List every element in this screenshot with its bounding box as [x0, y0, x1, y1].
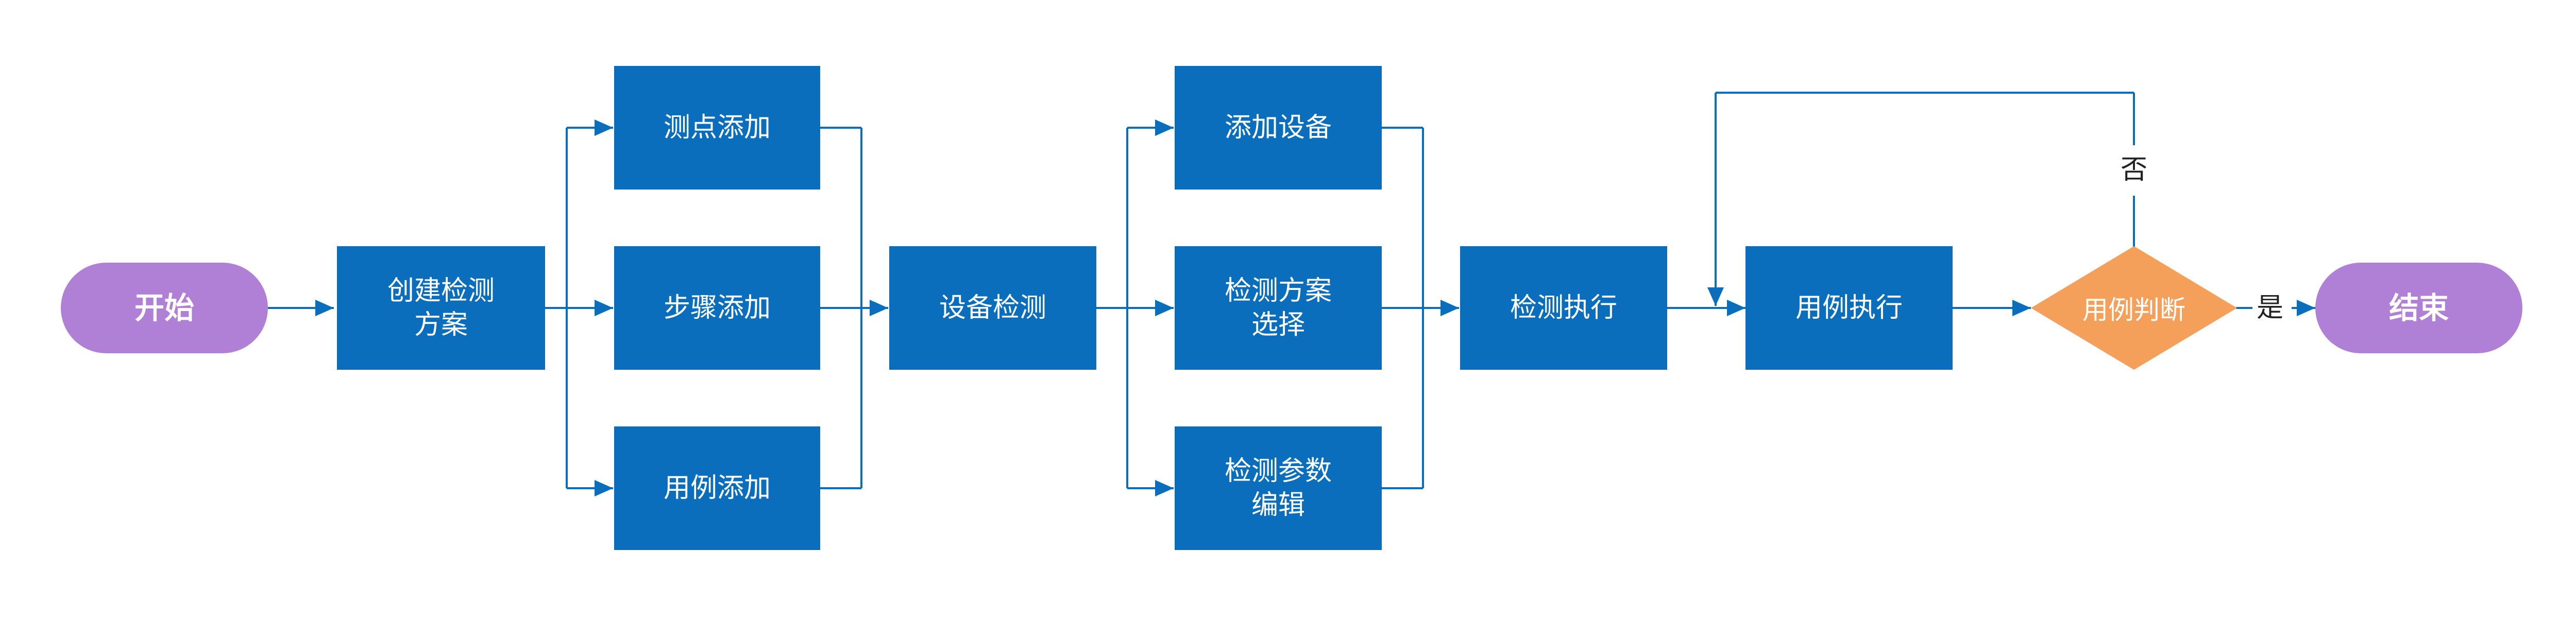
start-node: 开始 [61, 263, 268, 353]
judge-case-label: 用例判断 [2082, 295, 2185, 325]
device-check-node: 设备检测 [889, 246, 1096, 370]
run-case-node: 用例执行 [1745, 246, 1953, 370]
create-plan-node: 创建检测 方案 [337, 246, 545, 370]
decision-diamond-shape [2031, 246, 2237, 370]
edit-params-node: 检测参数 编辑 [1175, 426, 1382, 550]
select-plan-node: 检测方案 选择 [1175, 246, 1382, 370]
add-step-node: 步骤添加 [614, 246, 820, 370]
add-point-node: 测点添加 [614, 66, 820, 190]
add-case-node: 用例添加 [614, 426, 820, 550]
judge-case-decision: 用例判断 [2031, 246, 2237, 370]
end-node: 结束 [2315, 263, 2522, 353]
add-device-node: 添加设备 [1175, 66, 1382, 190]
edge-label-yes: 是 [2257, 293, 2284, 323]
run-check-node: 检测执行 [1460, 246, 1667, 370]
edge-label-no: 否 [2121, 154, 2148, 185]
